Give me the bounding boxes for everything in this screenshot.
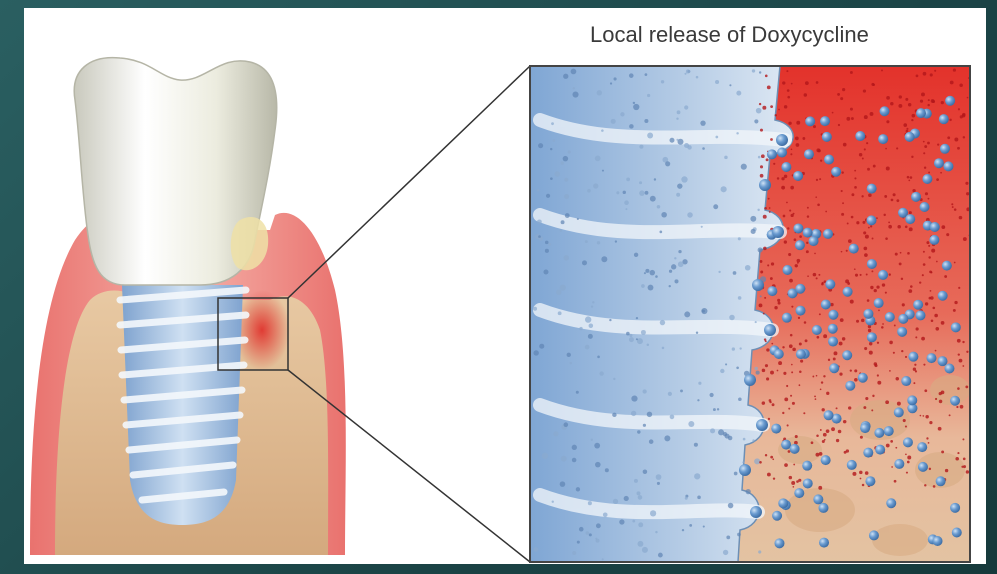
implant-screw [120, 285, 246, 525]
magnify-line-top [288, 66, 530, 298]
magnified-view [530, 66, 971, 562]
inflammation-zone [234, 290, 290, 370]
figure-caption: Local release of Doxycycline [590, 22, 869, 48]
